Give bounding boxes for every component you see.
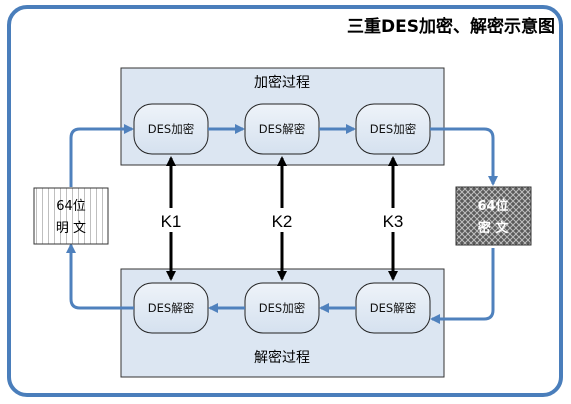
key3-label-bg: [376, 208, 410, 232]
encrypt-node-1-label: DES加密: [148, 122, 194, 136]
encrypt-node-3-label: DES加密: [370, 122, 416, 136]
decrypt-node-3-label: DES解密: [370, 301, 416, 315]
plaintext-block: [33, 187, 109, 245]
key2-label-bg: [265, 208, 299, 232]
diagram-title: 三重DES加密、解密示意图: [347, 16, 555, 37]
encrypt-to-ciphertext-arrow: [430, 127, 498, 186]
decrypt-section-label: 解密过程: [254, 349, 310, 366]
decrypt-node-1-label: DES解密: [148, 301, 194, 315]
key2-label: K2: [272, 212, 293, 231]
decrypt-to-plaintext-arrow: [66, 243, 134, 310]
key1-label: K1: [161, 212, 182, 231]
ciphertext-block: [455, 186, 532, 246]
ciphertext-line2: 密 文: [477, 220, 510, 236]
ciphertext-to-decrypt-arrow: [430, 248, 495, 324]
plaintext-to-encrypt-arrow: [69, 124, 134, 187]
plaintext-line1: 64位: [56, 199, 86, 214]
key1-label-bg: [154, 208, 188, 232]
decrypt-node-2-label: DES加密: [259, 301, 305, 315]
encrypt-node-2-label: DES解密: [259, 122, 305, 136]
ciphertext-line1: 64位: [477, 198, 508, 214]
encrypt-section-label: 加密过程: [254, 74, 310, 91]
plaintext-line2: 明 文: [56, 221, 86, 236]
key3-label: K3: [383, 212, 404, 231]
